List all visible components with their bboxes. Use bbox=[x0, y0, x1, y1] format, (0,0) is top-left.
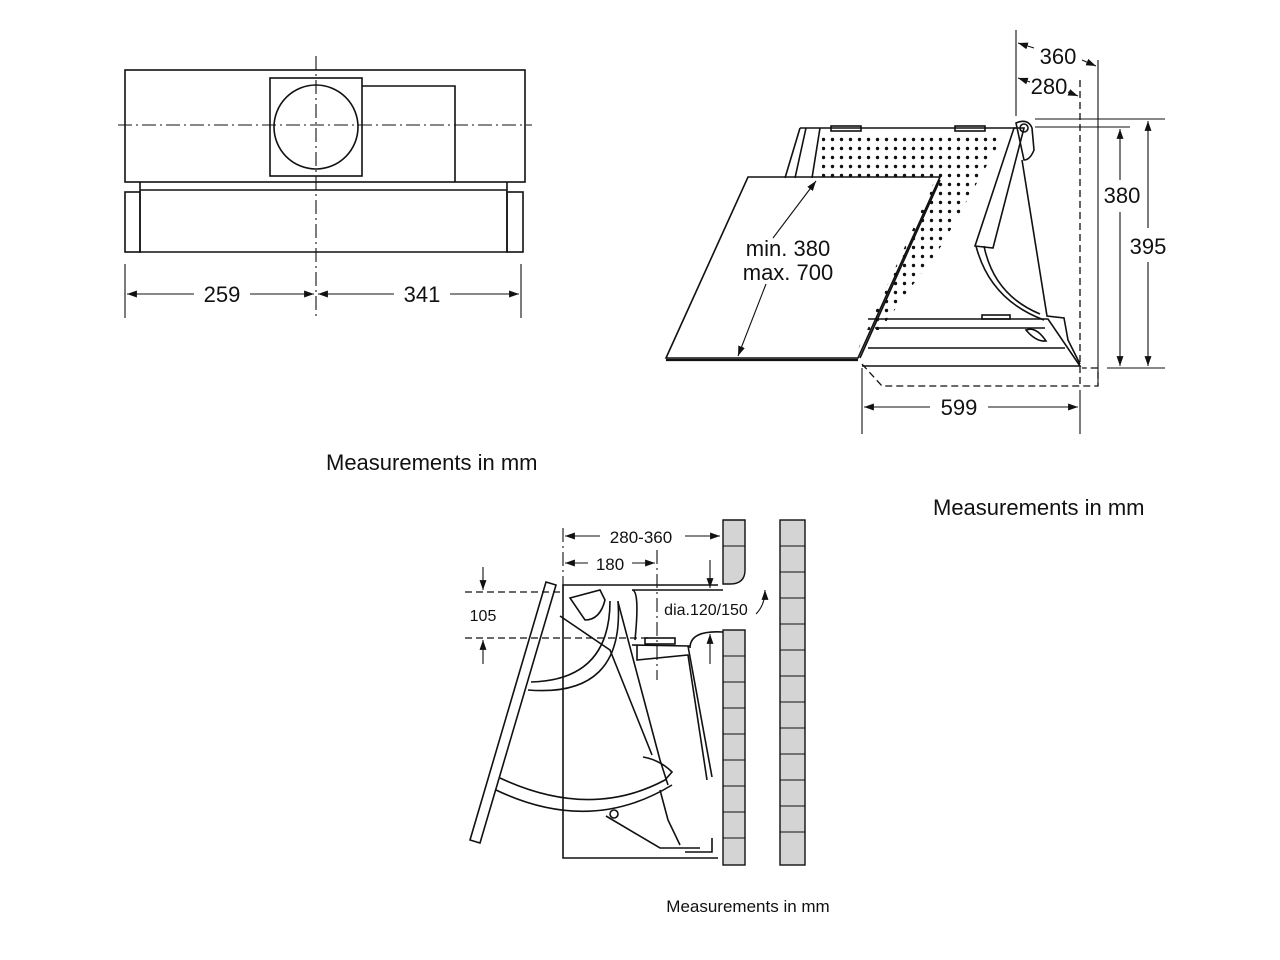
dim-259: 259 bbox=[204, 282, 241, 307]
dim-599: 599 bbox=[941, 395, 978, 420]
side-view-caption: Measurements in mm bbox=[933, 495, 1145, 520]
brick-wall-left bbox=[722, 519, 746, 866]
dim-280: 280 bbox=[1031, 74, 1068, 99]
motor-box bbox=[362, 85, 456, 182]
panel-min-label: min. 380 bbox=[746, 236, 830, 261]
dim-380: 380 bbox=[1104, 183, 1141, 208]
dim-280-360: 280-360 bbox=[610, 528, 672, 547]
panel-max-label: max. 700 bbox=[743, 260, 834, 285]
dim-395: 395 bbox=[1130, 234, 1167, 259]
top-view-drawing: 259 341 bbox=[118, 56, 532, 318]
right-end-cap bbox=[506, 191, 524, 253]
front-panel-side bbox=[469, 581, 557, 844]
left-end-cap bbox=[124, 191, 141, 253]
grease-filter-mesh bbox=[822, 135, 1004, 350]
side-view-drawing: min. 380 max. 700 360 280 380 395 599 bbox=[664, 30, 1167, 434]
hood-cabinet bbox=[562, 584, 718, 859]
dim-105: 105 bbox=[470, 608, 497, 625]
top-view-caption: Measurements in mm bbox=[326, 450, 538, 475]
lower-body bbox=[139, 182, 508, 253]
installation-drawing: 280-360 180 105 dia.120/150 bbox=[465, 519, 806, 866]
duct-diameter-label: dia.120/150 bbox=[664, 602, 748, 619]
front-panel bbox=[664, 176, 942, 359]
install-view-caption: Measurements in mm bbox=[666, 897, 829, 916]
hood-outline bbox=[124, 69, 526, 183]
dim-360: 360 bbox=[1040, 44, 1077, 69]
brick-wall-right bbox=[779, 519, 806, 866]
dim-180: 180 bbox=[596, 555, 624, 574]
dim-341: 341 bbox=[404, 282, 441, 307]
